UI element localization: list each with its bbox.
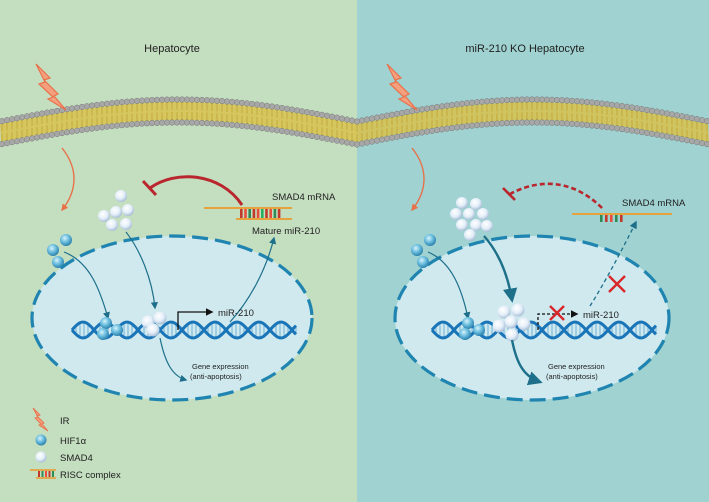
inhibition-bar-left [141, 179, 158, 197]
smad4-mrna-label-left: SMAD4 mRNA [272, 192, 336, 203]
dna-helix-left [70, 320, 298, 340]
legend-hif1a-label: HIF1α [60, 436, 87, 447]
mir210-label-left: miR-210 [218, 308, 254, 319]
ir-signal-arrow-left [61, 147, 75, 212]
ir-signal-arrow-right [411, 147, 425, 212]
inhibition-bar-right [502, 187, 516, 201]
gene-expression-label-left: Gene expression [192, 362, 249, 371]
mir210-label-right: miR-210 [583, 310, 619, 321]
hif1a-cluster-cytoplasm-right [411, 234, 436, 268]
transcription-arrow-right-blocked [537, 310, 579, 330]
risc-complex-left [204, 207, 292, 220]
right-panel-title: miR-210 KO Hepatocyte [465, 43, 584, 55]
smad4-import-arrow-right [483, 235, 518, 303]
nucleus-left [30, 234, 314, 402]
legend-ir-icon [32, 407, 49, 432]
blocked-export-arrow [589, 220, 637, 307]
block-cross-icon-transcription [549, 305, 565, 321]
legend-smad4-icon [35, 451, 47, 463]
legend-smad4-label: SMAD4 [60, 453, 93, 464]
mir210-export-arrow [229, 236, 277, 323]
hif1a-dna-bound-left [97, 317, 123, 340]
transcription-arrow-left [177, 308, 214, 330]
smad4-mrna-strand-right [572, 213, 672, 222]
smad4-mrna-label-right: SMAD4 mRNA [622, 198, 686, 209]
gene-expression-label-right: Gene expression [548, 362, 605, 371]
legend-risc-icon [30, 469, 56, 479]
hif1a-import-arrow-left [63, 251, 110, 320]
left-panel-title: Hepatocyte [144, 43, 200, 55]
ir-bolt-icon-right [386, 63, 418, 111]
inhibition-arc-left [149, 175, 244, 206]
hif1a-cluster-cytoplasm-left [47, 234, 72, 268]
cell-membrane [0, 96, 709, 148]
mature-mir210-label: Mature miR-210 [252, 226, 320, 237]
ir-bolt-icon-left [35, 63, 67, 111]
legend-ir-label: IR [60, 416, 70, 427]
anti-apoptosis-label-left: (anti-apoptosis) [190, 372, 242, 381]
anti-apoptosis-label-right: (anti-apoptosis) [546, 372, 598, 381]
hif1a-dna-bound-right [459, 317, 485, 340]
legend-hif1a-icon [35, 434, 47, 446]
legend: IR HIF1α SMAD4 RISC complex [30, 407, 121, 481]
legend-risc-label: RISC complex [60, 470, 121, 481]
smad4-dna-bound-left [141, 311, 167, 337]
smad4-cluster-cytoplasm-left [98, 190, 134, 231]
nucleus-right [393, 234, 671, 402]
gene-expression-arrow-left [159, 337, 188, 382]
smad4-cluster-cytoplasm-right [450, 197, 493, 241]
smad4-dna-bound-right [492, 303, 531, 342]
smad4-import-arrow-left [125, 231, 159, 310]
gene-expression-arrow-right [510, 339, 543, 386]
inhibition-arc-right [509, 182, 603, 209]
block-cross-icon-export [608, 275, 626, 293]
hif1a-import-arrow-right [427, 251, 471, 320]
